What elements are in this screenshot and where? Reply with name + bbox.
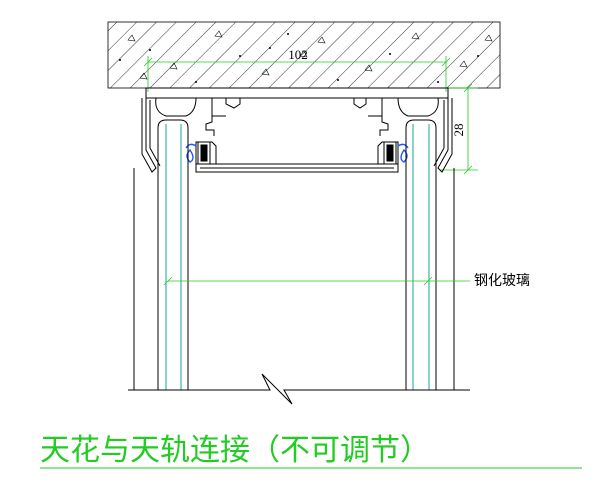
left-glass-pane bbox=[133, 119, 189, 391]
rubber-gaskets bbox=[185, 143, 409, 163]
ceiling-slab bbox=[107, 21, 501, 89]
height-dimension-label: 28 bbox=[451, 124, 466, 137]
cover-strip bbox=[195, 163, 399, 173]
glass-callout-leader bbox=[163, 276, 470, 286]
right-glass-pane bbox=[405, 119, 455, 391]
drawing-title: 天花与天轨连接（不可调节） bbox=[40, 433, 430, 468]
ceiling-track-profile bbox=[141, 87, 453, 173]
width-dimension-label: 102 bbox=[288, 47, 308, 62]
left-clip-profile bbox=[195, 141, 217, 165]
break-line bbox=[128, 373, 470, 405]
right-clip-profile bbox=[377, 141, 399, 165]
glass-callout-label: 钢化玻璃 bbox=[474, 272, 530, 289]
dimension-width bbox=[143, 56, 451, 92]
